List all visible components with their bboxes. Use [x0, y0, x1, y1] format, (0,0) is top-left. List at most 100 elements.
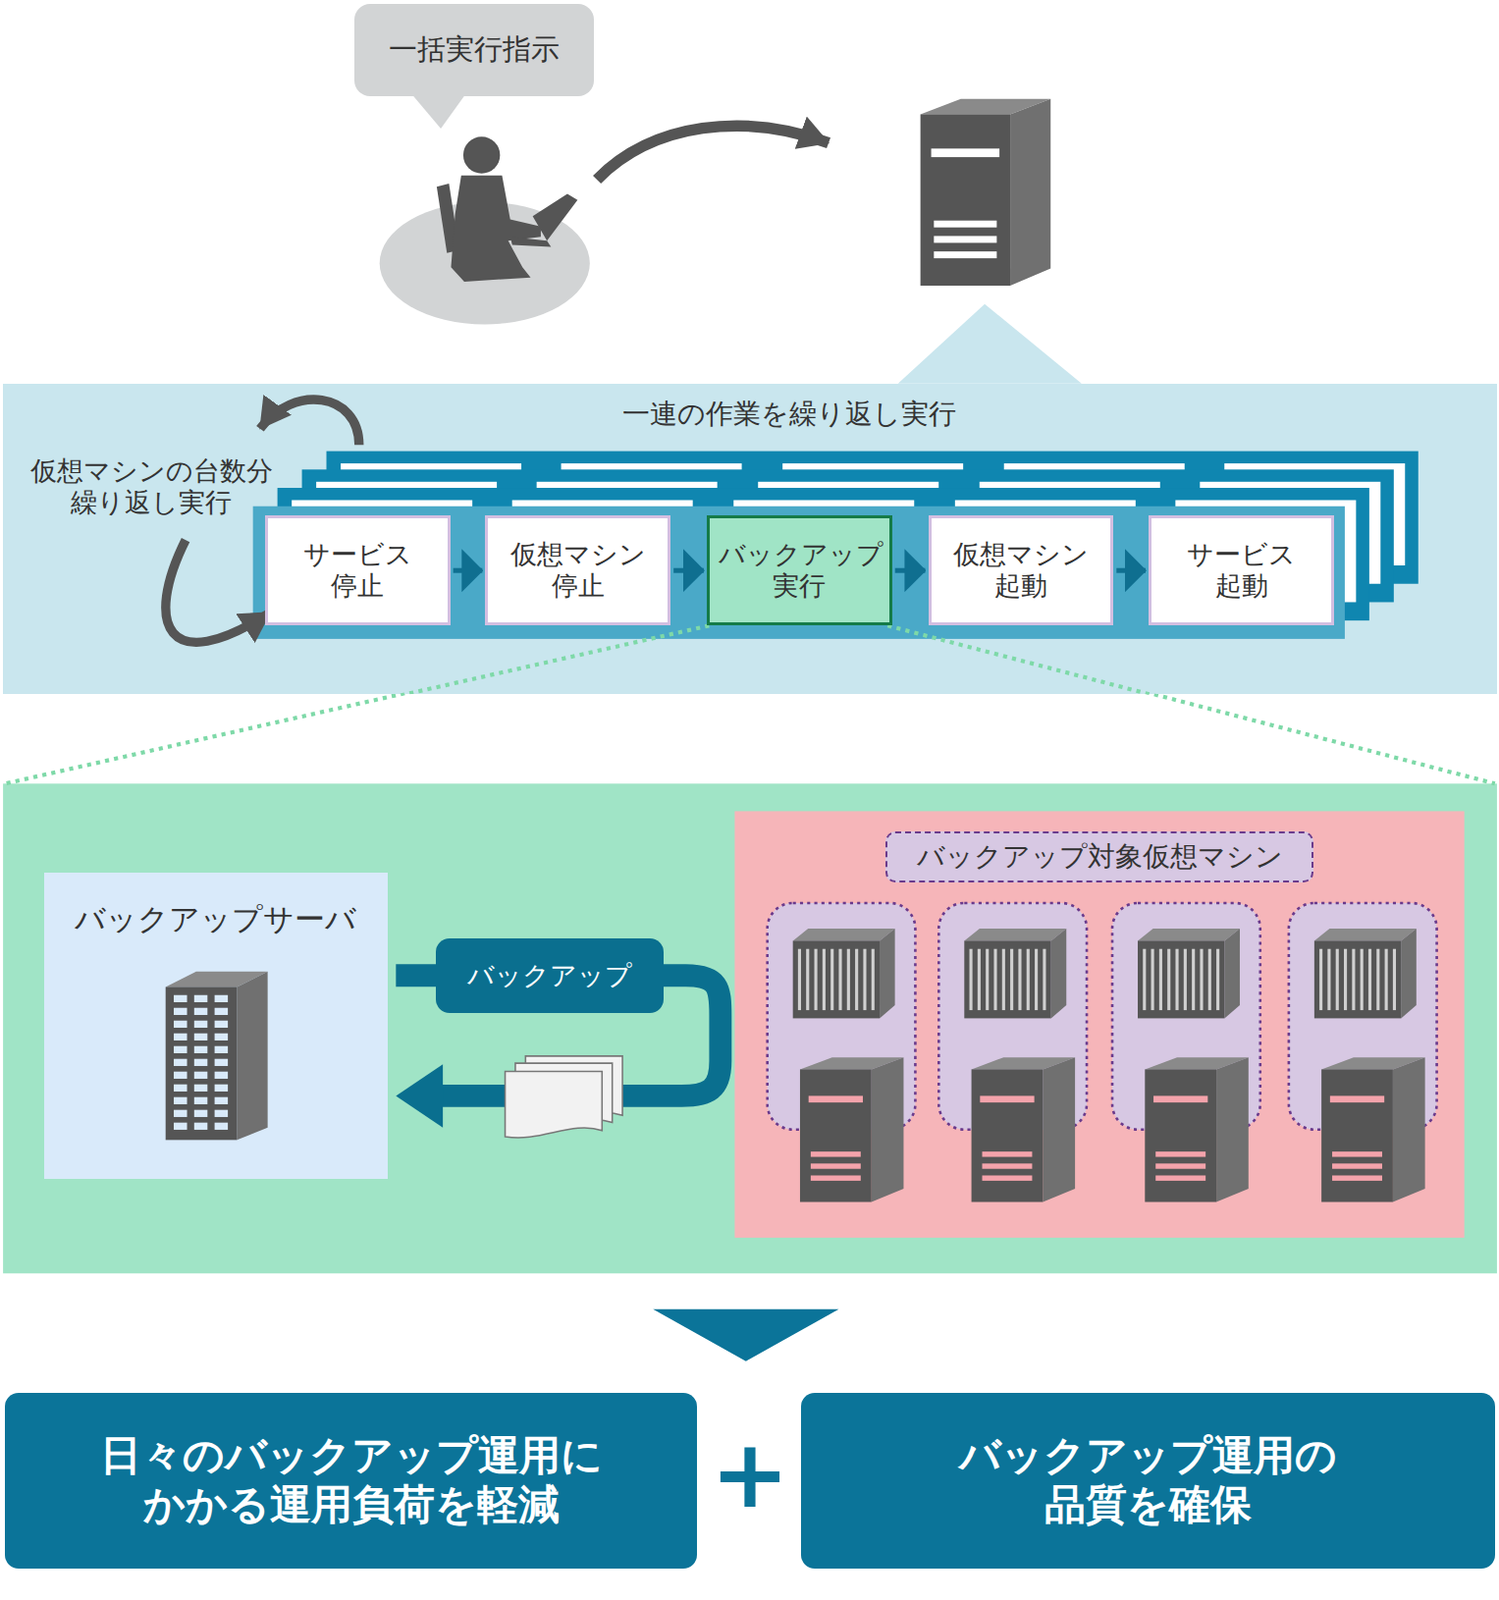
rack-slot: [830, 949, 834, 1011]
rack-front: [1137, 940, 1225, 1018]
rack-slot: [969, 949, 973, 1011]
server-side: [871, 1057, 905, 1202]
box-text: 仮想マシン 停止: [496, 538, 659, 603]
rack-top: [793, 928, 896, 941]
server-vent: [982, 1163, 1033, 1169]
server-window: [173, 1058, 188, 1066]
rack-slot: [862, 949, 866, 1011]
step-arrow: [1116, 568, 1146, 574]
server-vent: [810, 1151, 861, 1157]
rack-slot: [1034, 949, 1038, 1011]
server-vent: [933, 220, 997, 228]
pipe-arrowhead: [395, 1064, 443, 1127]
rack-slot: [1026, 949, 1030, 1011]
server-window: [173, 1019, 188, 1027]
server-front: [164, 986, 237, 1140]
process-box: バックアップサーバ: [44, 872, 388, 1179]
rack-slot: [1343, 949, 1347, 1011]
band-title: 一連の作業を繰り返し実行: [622, 397, 957, 431]
rack-slot: [993, 949, 997, 1011]
rack-slot: [1183, 949, 1187, 1011]
rack-slot: [814, 949, 818, 1011]
server-window: [193, 1045, 208, 1053]
server-window: [214, 1083, 228, 1091]
rack-slot: [985, 949, 989, 1011]
rack-top: [1137, 928, 1240, 941]
box-text: バックアップ 実行: [718, 538, 881, 603]
server-side: [1010, 99, 1051, 286]
server-vent: [1332, 1163, 1383, 1169]
rack-slot: [855, 949, 858, 1011]
step-arrow: [895, 568, 926, 574]
server-window: [173, 1045, 188, 1053]
box-text: バックアップサーバ: [74, 901, 357, 938]
server-window: [214, 1019, 228, 1027]
bubble-tail: [413, 96, 465, 129]
job-server-icon: [920, 99, 1052, 286]
vm-host-icon: [1321, 1057, 1426, 1202]
repeat-note: 仮想マシンの台数分 繰り返し実行: [28, 455, 275, 520]
server-window: [193, 1083, 208, 1091]
server-window: [214, 1096, 228, 1104]
rack-slot: [805, 949, 809, 1011]
box-text: 一括実行指示: [388, 32, 560, 67]
person-head: [463, 136, 500, 173]
rack-slot: [1167, 949, 1171, 1011]
zoom-line: [4, 625, 709, 695]
box-text: 日々のバックアップ運用に かかる運用負荷を軽減: [100, 1431, 602, 1530]
server-vent: [982, 1151, 1033, 1157]
rack-slot: [1351, 949, 1355, 1011]
rack-slot: [798, 949, 802, 1011]
label-slot: +: [703, 1413, 797, 1537]
rack-front: [963, 940, 1051, 1018]
server-side: [1042, 1057, 1075, 1202]
rack-slot: [1199, 949, 1203, 1011]
rack-side: [1224, 928, 1240, 1018]
rack-slot: [1392, 949, 1396, 1011]
server-slot: [931, 148, 1001, 158]
rack-slot: [1175, 949, 1178, 1011]
server-window: [214, 1070, 228, 1078]
server-side: [1392, 1057, 1426, 1202]
server-slot: [808, 1095, 863, 1103]
rack-slot: [1360, 949, 1364, 1011]
vm-rack-icon: [1314, 928, 1417, 1018]
rack-slot: [1042, 949, 1046, 1011]
step-arrow: [673, 568, 704, 574]
band-pointer: [898, 304, 1082, 384]
rack-slot: [871, 949, 875, 1011]
server-front: [1144, 1069, 1217, 1202]
rack-slot: [1208, 949, 1212, 1011]
box-text: バックアップ: [467, 960, 633, 992]
process-box: バックアップ: [435, 938, 664, 1014]
vm-rack-icon: [963, 928, 1067, 1018]
server-window: [193, 1122, 208, 1129]
instruction-arrow: [596, 125, 829, 180]
process-box: バックアップ運用の 品質を確保: [801, 1392, 1496, 1569]
plus-sign: +: [710, 1427, 790, 1522]
server-side: [236, 971, 268, 1141]
server-window: [193, 1007, 208, 1015]
server-window: [173, 1007, 188, 1015]
step-arrow: [453, 568, 483, 574]
process-box: サービス 起動: [1148, 515, 1335, 626]
backup-data-sheet: [505, 1070, 603, 1138]
box-text: サービス 起動: [1160, 538, 1323, 603]
process-box: 日々のバックアップ運用に かかる運用負荷を軽減: [4, 1392, 697, 1569]
vm-region: [734, 810, 1464, 1238]
rack-slot: [1327, 949, 1331, 1011]
process-box: バックアップ対象仮想マシン: [885, 831, 1314, 883]
rack-slot: [1010, 949, 1014, 1011]
server-vent: [933, 251, 997, 259]
server-front: [1321, 1069, 1393, 1202]
server-front: [971, 1069, 1044, 1202]
server-window: [193, 1058, 208, 1066]
server-window: [173, 1096, 188, 1104]
box-text: バックアップ対象仮想マシン: [916, 840, 1284, 874]
box-text: サービス 停止: [276, 538, 439, 603]
server-vent: [1155, 1163, 1206, 1169]
rack-slot: [1142, 949, 1146, 1011]
server-slot: [1330, 1095, 1385, 1103]
rack-side: [1400, 928, 1417, 1018]
